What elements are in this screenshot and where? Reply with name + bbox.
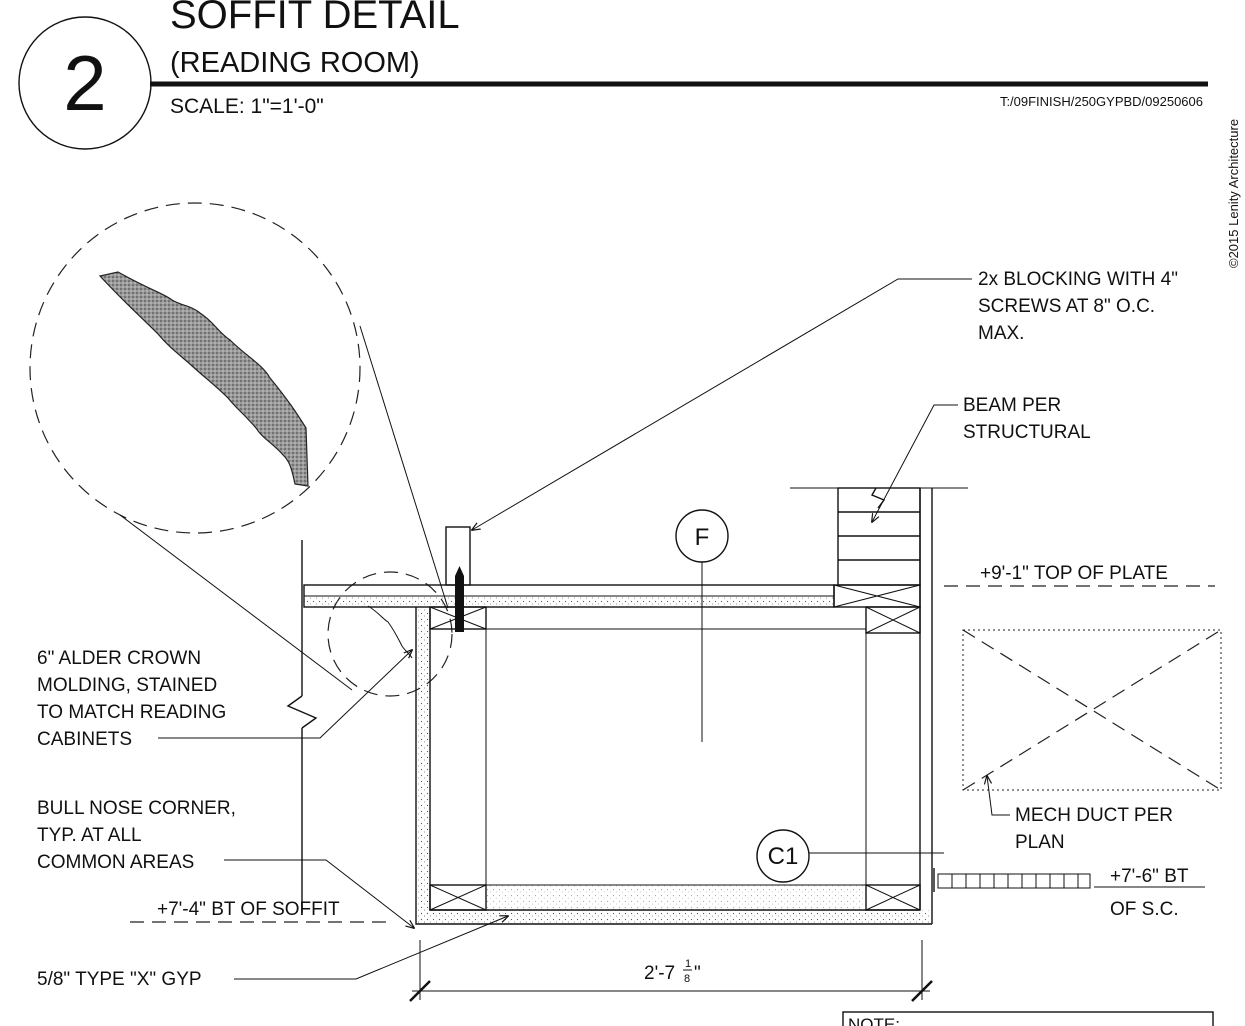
- file-path: T:/09FINISH/250GYPBD/09250606: [1000, 94, 1203, 109]
- enlarged-detail-circle: [29, 202, 361, 534]
- note-box-label: NOTE:: [848, 1015, 900, 1026]
- gyp-bottom-fill: [416, 910, 932, 924]
- crown-profile-small: [367, 605, 413, 659]
- soffit-box: [415, 606, 932, 925]
- blocking-bottom-right-x: [865, 884, 921, 911]
- detail-number: 2: [63, 39, 106, 127]
- duct-note-1: MECH DUCT PER: [1015, 805, 1173, 826]
- blocking-leader: [472, 278, 972, 530]
- dim-unit: ": [694, 963, 701, 984]
- detail-subtitle: (READING ROOM): [170, 47, 420, 79]
- ceiling-framing: [303, 526, 835, 632]
- blocking-top-left-x: [429, 606, 487, 630]
- crown-note-2: MOLDING, STAINED: [37, 675, 217, 696]
- scale-label: SCALE: 1"=1'-0": [170, 95, 324, 118]
- beam-break: [870, 487, 886, 509]
- top-of-plate-label: +9'-1" TOP OF PLATE: [980, 563, 1168, 584]
- bullnose-note-3: COMMON AREAS: [37, 852, 194, 873]
- blocking-note-1: 2x BLOCKING WITH 4": [978, 269, 1178, 290]
- bt-sc-label-1: +7'-6" BT: [1110, 866, 1189, 887]
- crown-note-3: TO MATCH READING: [37, 702, 226, 723]
- blocking-screw: [455, 576, 464, 632]
- beam-leader: [872, 404, 958, 522]
- enlargement-leader-top: [359, 325, 449, 609]
- duct-note-2: PLAN: [1015, 832, 1065, 853]
- duct-outline: [962, 629, 1222, 791]
- soffit-gyp-inner: [429, 607, 920, 911]
- dim-frac-num: 1: [685, 958, 691, 970]
- copyright-text: ©2015 Lenity Architecture: [1226, 119, 1241, 268]
- enlargement-leader-bottom: [119, 514, 353, 691]
- crown-enlarged-detail: [29, 202, 361, 534]
- bt-sc-label-2: OF S.C.: [1110, 899, 1179, 920]
- dim-tick-right: [911, 980, 933, 1002]
- blocking-top-right: [865, 606, 921, 634]
- bullnose-note-1: BULL NOSE CORNER,: [37, 798, 236, 819]
- blocking-top-left: [429, 606, 487, 630]
- joist-board: [304, 596, 834, 607]
- finish-tag: F: [695, 524, 710, 551]
- screw-tip: [455, 566, 464, 576]
- blocking-note-3: MAX.: [978, 323, 1024, 344]
- dim-whole: 2'-7: [644, 963, 675, 984]
- suspended-ceiling: [933, 868, 1091, 892]
- ceiling-tag: C1: [768, 843, 799, 870]
- beam-note-2: STRUCTURAL: [963, 422, 1091, 443]
- note-box: [842, 1011, 1214, 1026]
- detail-title: SOFFIT DETAIL: [170, 0, 460, 37]
- blocking-bottom-left-x: [429, 884, 487, 911]
- gyp-note: 5/8" TYPE "X" GYP: [37, 969, 202, 990]
- width-dimension: 2'-7 1 8 ": [409, 940, 933, 1002]
- dim-tick-left: [409, 980, 431, 1002]
- beam-per-structural: [790, 487, 968, 924]
- sc-grid: [937, 873, 1091, 889]
- bt-soffit-label: +7'-4" BT OF SOFFIT: [157, 899, 340, 920]
- crown-molding-profile: [98, 271, 309, 487]
- crown-note-1: 6" ALDER CROWN: [37, 648, 201, 669]
- gyp-leader: [234, 916, 508, 980]
- duct-diagonal-1: [962, 629, 1222, 791]
- dim-frac-den: 8: [684, 973, 690, 985]
- blocking-top-right-x: [865, 606, 921, 634]
- bottom-board: [486, 885, 866, 910]
- duct-diagonal-2: [962, 629, 1222, 791]
- bullnose-note-2: TYP. AT ALL: [37, 825, 142, 846]
- gyp-side-fill: [416, 607, 430, 924]
- crown-note-4: CABINETS: [37, 729, 132, 750]
- title-block: 2 SOFFIT DETAIL (READING ROOM) SCALE: 1"…: [18, 0, 1241, 268]
- ceiling-tag-bubble: [756, 829, 810, 883]
- duct-leader: [987, 776, 1010, 816]
- sc-grid-ticks: [951, 874, 1079, 888]
- bullnose-leader: [224, 859, 414, 928]
- top-plate-x: [833, 584, 921, 608]
- crown-callout-circle: [327, 571, 453, 697]
- soffit-gyp-outer: [415, 607, 932, 925]
- crown-leader: [158, 650, 412, 739]
- mech-duct: [962, 629, 1222, 791]
- blocking-note-2: SCREWS AT 8" O.C.: [978, 296, 1155, 317]
- wall-break-symbol: [286, 695, 318, 729]
- beam-note-1: BEAM PER: [963, 395, 1061, 416]
